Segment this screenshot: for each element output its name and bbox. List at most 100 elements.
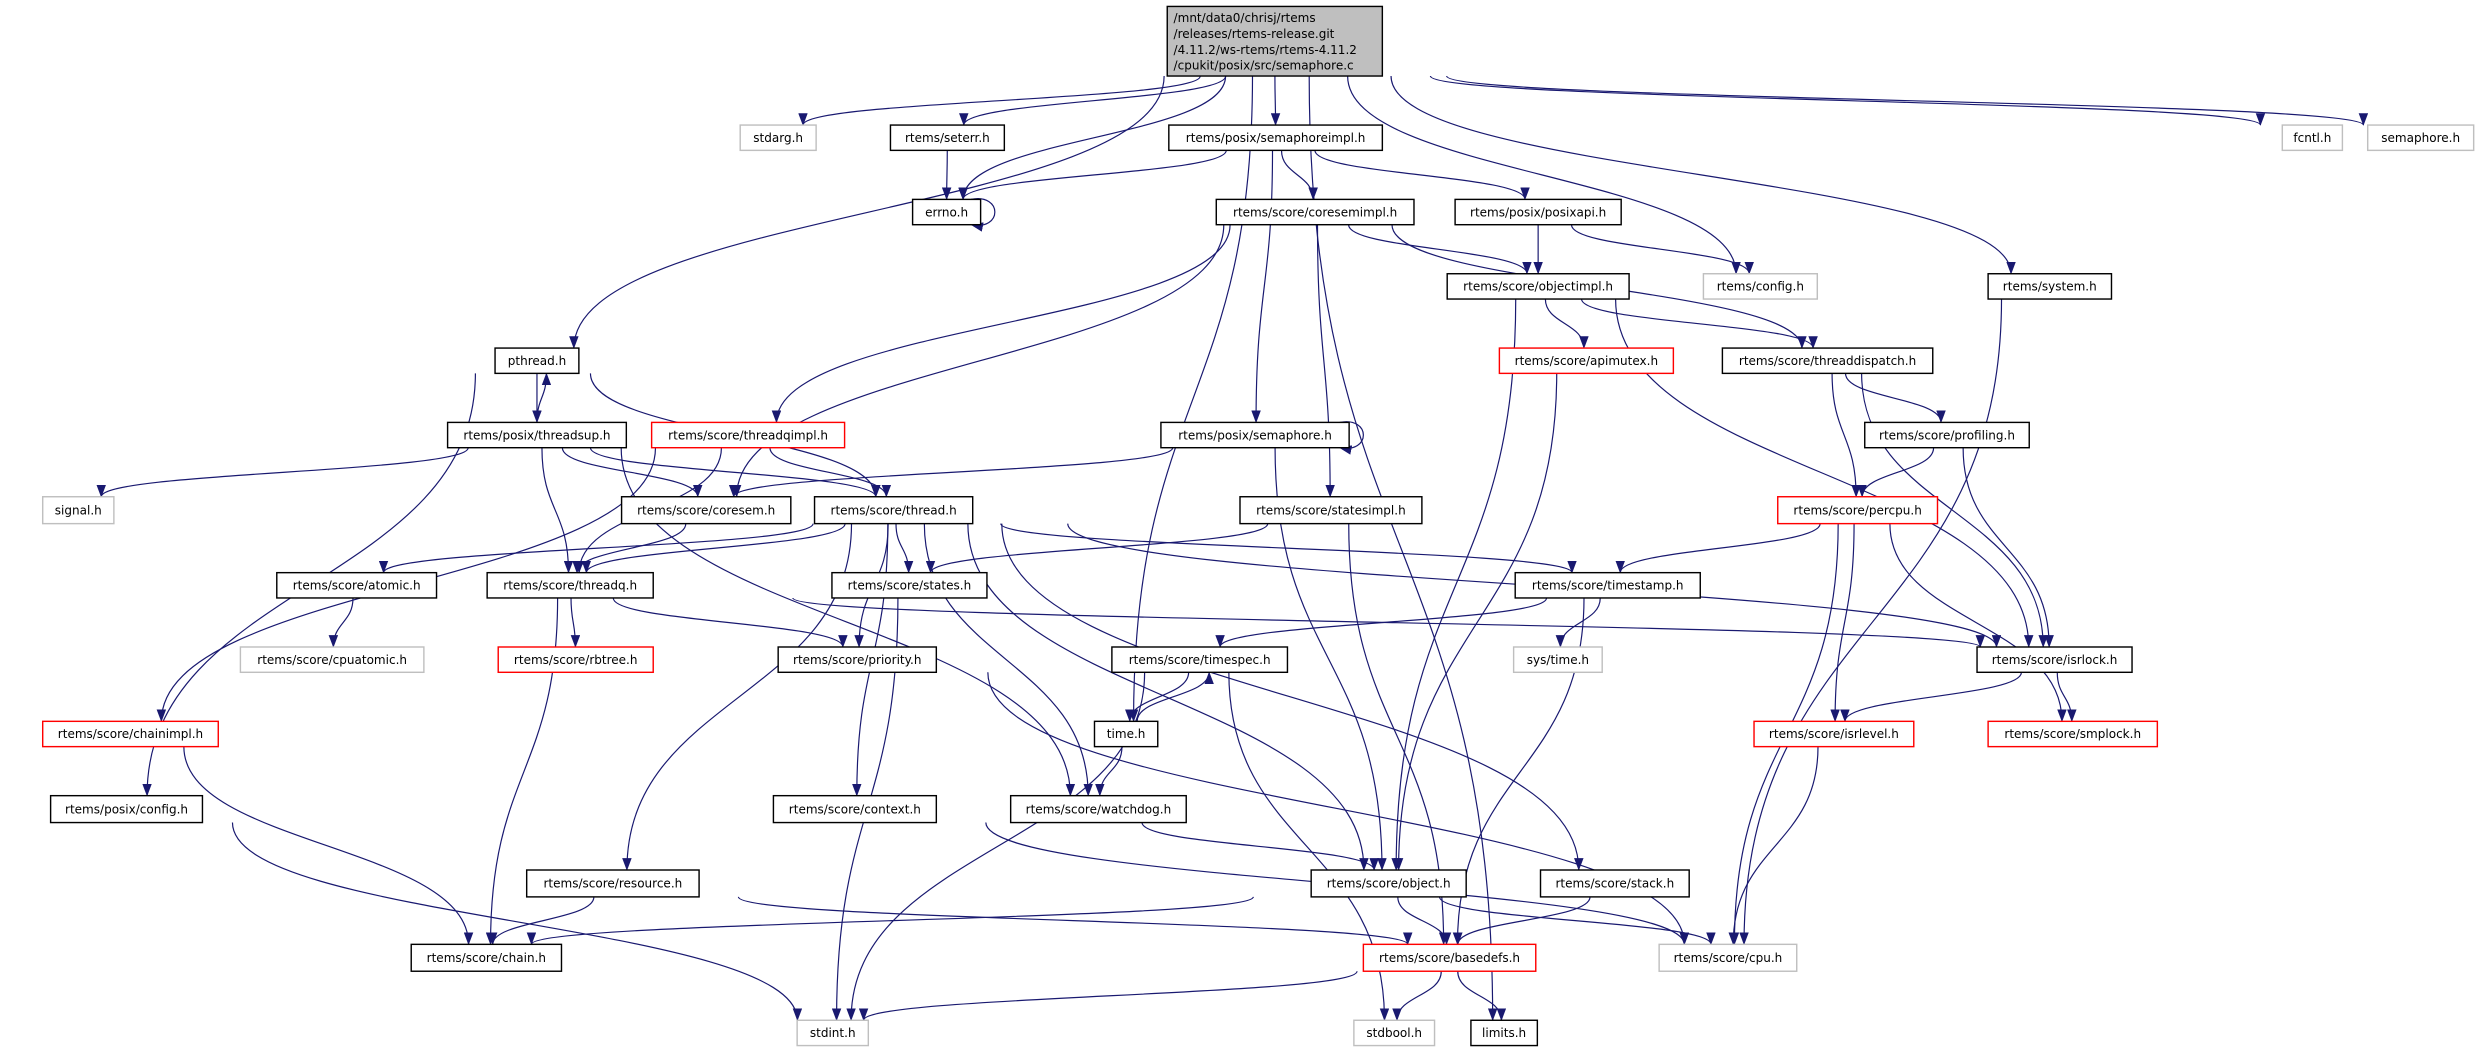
node-pthread[interactable]: pthread.h (494, 347, 580, 375)
node-errno[interactable]: errno.h (911, 198, 982, 226)
node-isrlock[interactable]: rtems/score/isrlock.h (1976, 646, 2133, 674)
node-label: rtems/score/coresem.h (637, 503, 775, 517)
node-timestamp[interactable]: rtems/score/timestamp.h (1514, 571, 1701, 599)
edge-threadsup-to-threadq (541, 447, 574, 574)
node-box (1498, 347, 1675, 375)
edge-main-to-config (1347, 76, 1741, 275)
node-smplock[interactable]: rtems/score/smplock.h (1987, 720, 2159, 748)
node-thread[interactable]: rtems/score/thread.h (813, 496, 974, 525)
node-pconfig[interactable]: rtems/posix/config.h (49, 794, 204, 824)
edge-semimpl-to-posixapi (1314, 150, 1530, 201)
node-stdint[interactable]: stdint.h (796, 1019, 870, 1047)
node-label: rtems/score/isrlevel.h (1769, 727, 1899, 741)
edge-semimpl-to-coresemimpl (1280, 150, 1318, 201)
edge-thread-to-threadq (581, 523, 846, 574)
edge-pconfig-to-stdint (231, 822, 803, 1022)
node-label: rtems/score/atomic.h (293, 579, 421, 593)
node-resource[interactable]: rtems/score/resource.h (525, 869, 700, 898)
edge-object-to-basedefs (1397, 896, 1452, 946)
node-statesimpl[interactable]: rtems/score/statesimpl.h (1239, 496, 1423, 525)
node-profiling[interactable]: rtems/score/profiling.h (1864, 421, 2030, 449)
node-basedefs[interactable]: rtems/score/basedefs.h (1362, 943, 1537, 972)
node-context[interactable]: rtems/score/context.h (772, 794, 938, 824)
node-semaphore[interactable]: semaphore.h (2366, 124, 2475, 152)
edge-thread-to-object (967, 523, 1369, 871)
node-semimpl[interactable]: rtems/posix/semaphoreimpl.h (1168, 124, 1384, 152)
node-coresem[interactable]: rtems/score/coresem.h (620, 496, 792, 525)
node-priority[interactable]: rtems/score/priority.h (777, 646, 938, 674)
node-watchdog[interactable]: rtems/score/watchdog.h (1009, 794, 1187, 824)
node-stdarg[interactable]: stdarg.h (739, 124, 817, 152)
node-cpuatomic[interactable]: rtems/score/cpuatomic.h (239, 646, 425, 674)
node-threadq[interactable]: rtems/score/threadq.h (486, 571, 654, 599)
node-stdbool[interactable]: stdbool.h (1353, 1019, 1436, 1047)
node-box (49, 794, 204, 824)
node-box (1514, 571, 1701, 599)
node-atomic[interactable]: rtems/score/atomic.h (276, 571, 438, 599)
node-box (772, 794, 938, 824)
node-label: rtems/posix/config.h (65, 802, 188, 816)
node-box (486, 571, 654, 599)
node-states[interactable]: rtems/score/states.h (831, 571, 988, 599)
node-chainimpl[interactable]: rtems/score/chainimpl.h (41, 720, 219, 748)
node-isrlevel[interactable]: rtems/score/isrlevel.h (1753, 720, 1915, 748)
node-seterr[interactable]: rtems/seterr.h (889, 124, 1006, 152)
edge-isrlevel-to-cpu (1728, 746, 1819, 946)
edge-isrlock-to-smplock (2056, 672, 2077, 723)
node-label: rtems/score/rbtree.h (514, 653, 638, 667)
node-rbtree[interactable]: rtems/score/rbtree.h (497, 646, 654, 674)
node-box (1446, 273, 1630, 300)
edge-psemaphore-to-object (1274, 447, 1387, 871)
edge-objectimpl-to-threaddispatch (1580, 298, 1818, 349)
node-apimutex[interactable]: rtems/score/apimutex.h (1498, 347, 1675, 375)
edge-statesimpl-to-basedefs (1348, 523, 1449, 946)
node-cpu[interactable]: rtems/score/cpu.h (1658, 943, 1798, 972)
node-label: rtems/posix/semaphore.h (1178, 428, 1332, 442)
edge-timestamp-to-systime (1555, 597, 1601, 648)
edge-threaddispatch-to-profiling (1844, 373, 1946, 424)
node-chain[interactable]: rtems/score/chain.h (410, 943, 563, 972)
node-stack[interactable]: rtems/score/stack.h (1539, 869, 1690, 898)
node-fcntl[interactable]: fcntl.h (2281, 124, 2344, 152)
edge-main-to-semimpl (1270, 76, 1281, 126)
node-box (1987, 273, 2113, 300)
node-label: rtems/score/smplock.h (2004, 727, 2141, 741)
node-box (1658, 943, 1798, 972)
node-box (1976, 646, 2133, 674)
edge-profiling-to-isrlock (1962, 447, 2054, 648)
node-time[interactable]: time.h (1093, 720, 1159, 748)
node-threadsup[interactable]: rtems/posix/threadsup.h (446, 421, 628, 449)
node-percpu[interactable]: rtems/score/percpu.h (1777, 496, 1939, 525)
edge-main-to-system (1390, 76, 2016, 275)
node-signal[interactable]: signal.h (41, 496, 115, 525)
edge-basedefs-to-stdbool (1392, 971, 1442, 1022)
edge-threadqimpl-to-thread (769, 447, 892, 498)
node-limits[interactable]: limits.h (1470, 1019, 1539, 1047)
node-box (446, 421, 628, 449)
node-box (41, 720, 219, 748)
node-box (831, 571, 988, 599)
node-label: rtems/score/thread.h (831, 503, 957, 517)
node-threaddispatch[interactable]: rtems/score/threaddispatch.h (1721, 347, 1934, 375)
node-main[interactable]: /mnt/data0/chrisj/rtems/releases/rtems-r… (1166, 5, 1384, 77)
node-box (1166, 5, 1384, 77)
node-box (410, 943, 563, 972)
edge-coresemimpl-to-threadqimpl (771, 224, 1231, 424)
edge-main-to-time (1128, 76, 1254, 723)
node-threadqimpl[interactable]: rtems/score/threadqimpl.h (650, 421, 846, 449)
edge-main-to-fcntl (1429, 75, 2265, 126)
node-label: rtems/score/apimutex.h (1515, 354, 1658, 368)
node-box (1009, 794, 1187, 824)
edge-main-to-semaphore (1446, 75, 2368, 126)
node-system[interactable]: rtems/system.h (1987, 273, 2113, 300)
node-object[interactable]: rtems/score/object.h (1310, 869, 1467, 898)
node-psemaphore[interactable]: rtems/posix/semaphore.h (1160, 421, 1350, 449)
node-config[interactable]: rtems/config.h (1702, 273, 1819, 300)
node-timespec[interactable]: rtems/score/timespec.h (1111, 646, 1289, 674)
node-objectimpl[interactable]: rtems/score/objectimpl.h (1446, 273, 1630, 300)
node-systime[interactable]: sys/time.h (1512, 646, 1603, 674)
node-coresemimpl[interactable]: rtems/score/coresemimpl.h (1215, 198, 1415, 226)
node-posixapi[interactable]: rtems/posix/posixapi.h (1454, 198, 1622, 226)
edge-psemaphore-to-coresem (729, 447, 1174, 498)
node-label: rtems/score/watchdog.h (1026, 802, 1172, 816)
